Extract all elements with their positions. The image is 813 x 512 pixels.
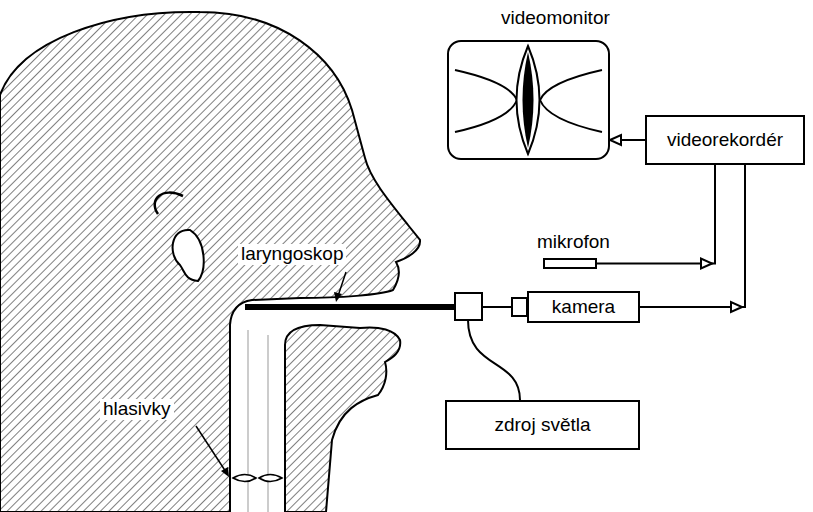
ear xyxy=(173,230,204,281)
head-silhouette xyxy=(0,12,420,512)
arrow-head xyxy=(610,135,621,145)
camera-adapter xyxy=(512,298,527,316)
leader-arrow xyxy=(334,292,342,302)
box-label: videorekordér xyxy=(667,130,783,151)
microphone-box: mikrofon xyxy=(543,258,597,269)
arrow-head xyxy=(701,259,712,269)
camera-box: kamera xyxy=(527,291,640,323)
signal-connector xyxy=(597,165,715,269)
arrow-head xyxy=(731,302,742,312)
glottis-image xyxy=(449,42,608,158)
fold-outline xyxy=(540,70,602,132)
vocal-fold xyxy=(259,475,282,482)
recorder-box: videorekordér xyxy=(645,115,805,165)
box-label: kamera xyxy=(552,297,615,318)
box-label: videomonitor xyxy=(501,8,610,29)
ear-fold xyxy=(155,193,183,214)
monitor-box: videomonitor xyxy=(447,40,610,160)
leader-line xyxy=(196,426,226,472)
laryngoscope xyxy=(245,304,455,310)
part-label: hlasivky xyxy=(100,399,174,420)
leader-line xyxy=(338,272,346,296)
connector-line xyxy=(640,165,745,307)
light-source-box: zdroj světla xyxy=(445,400,640,450)
box-label: mikrofon xyxy=(537,232,610,253)
airway-wall xyxy=(248,330,249,512)
vocal-fold xyxy=(233,475,256,482)
light-cable xyxy=(468,320,520,400)
signal-connector xyxy=(640,165,745,312)
glottis-gap xyxy=(523,52,534,148)
fold-outline xyxy=(455,70,517,132)
signal-connector xyxy=(610,135,645,145)
connector-line xyxy=(597,165,715,264)
optic-link xyxy=(482,306,512,308)
jaw-neck xyxy=(285,325,400,512)
box-label: zdroj světla xyxy=(494,415,590,436)
light-coupler xyxy=(455,293,482,320)
airway-wall xyxy=(268,335,269,512)
part-label: laryngoskop xyxy=(238,244,346,265)
vocal-fold-image xyxy=(517,46,540,154)
leader-arrow xyxy=(221,467,229,477)
